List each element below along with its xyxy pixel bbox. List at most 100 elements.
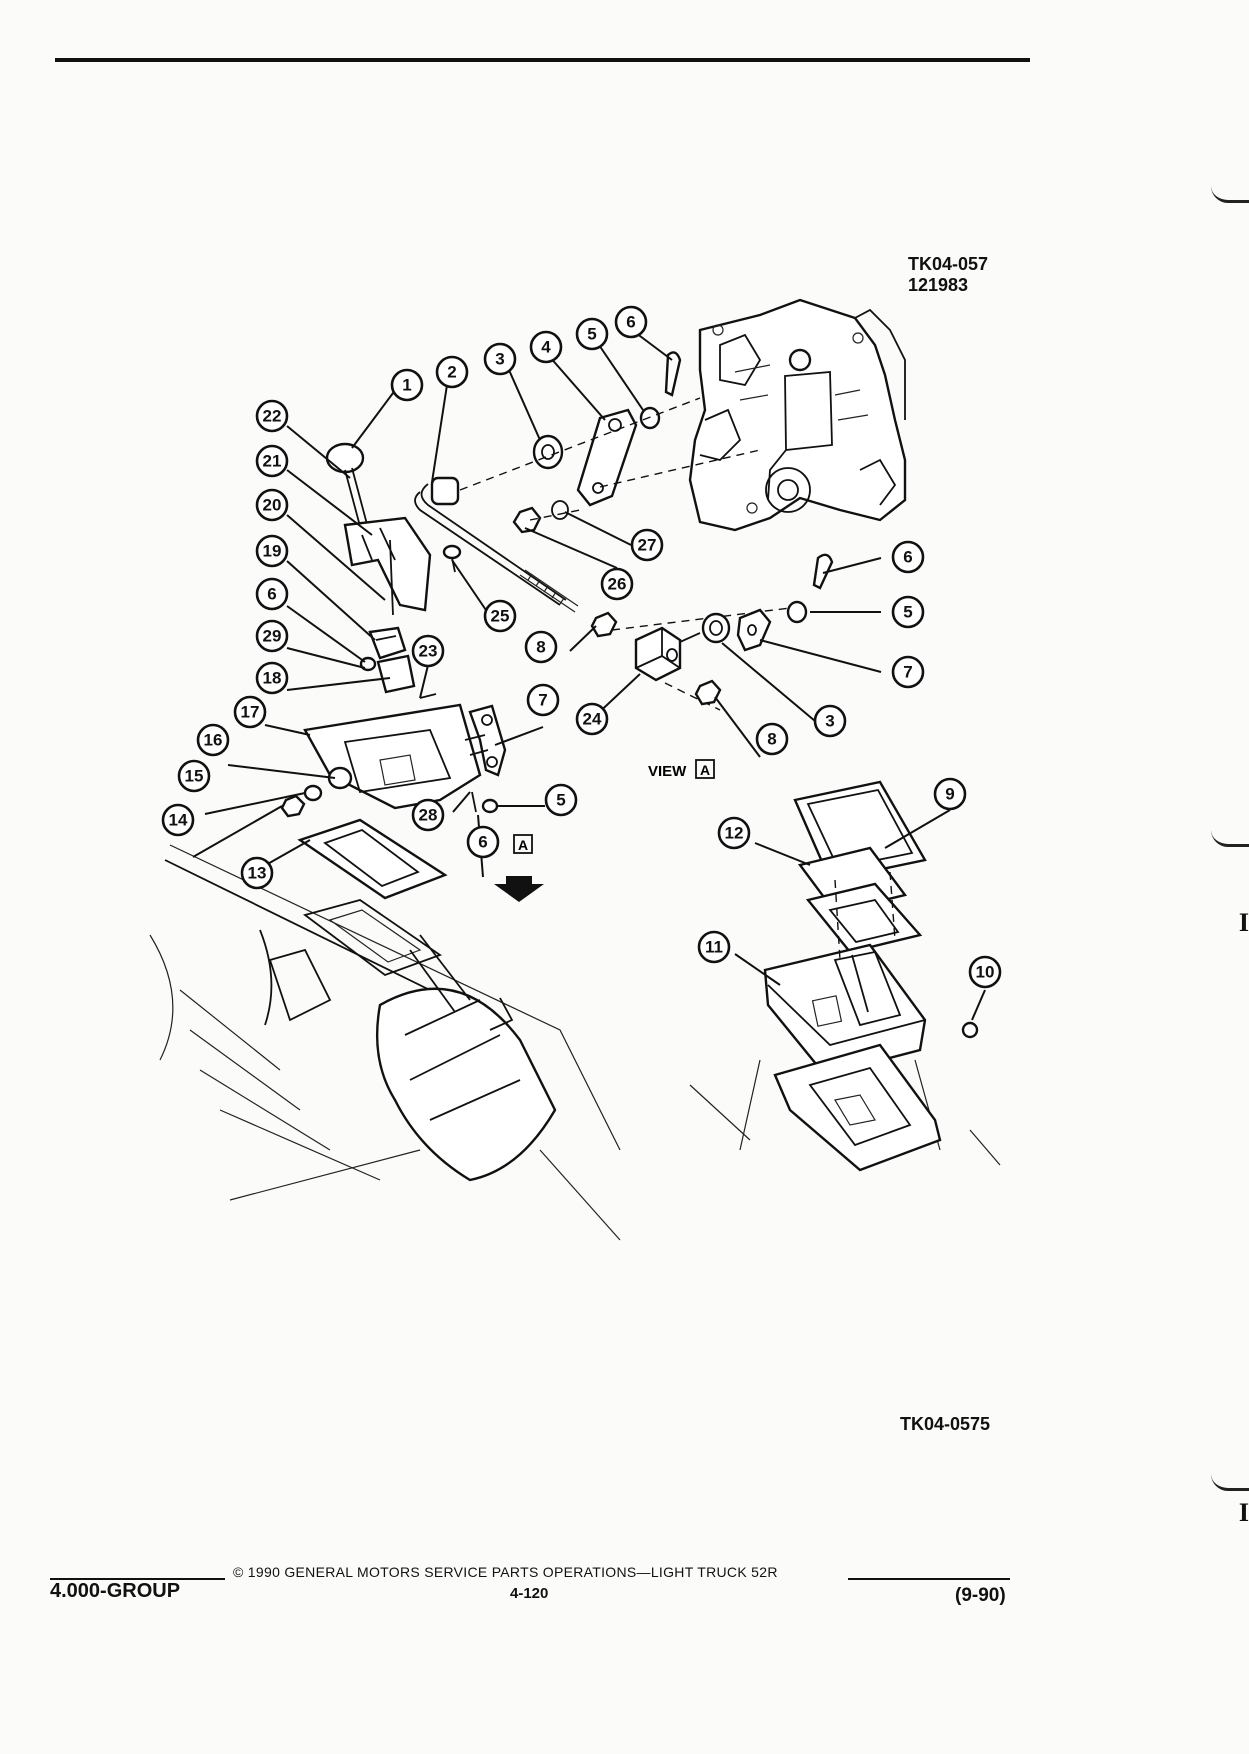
callout-11: 11	[697, 930, 731, 964]
callout-21: 21	[255, 444, 289, 478]
callout-6: 6	[614, 305, 648, 339]
callout-15: 15	[177, 759, 211, 793]
center-lines	[459, 397, 791, 711]
svg-text:A: A	[700, 762, 710, 778]
callout-1: 1	[390, 368, 424, 402]
svg-text:6: 6	[626, 313, 635, 332]
figure-code-number: 121983	[908, 275, 969, 295]
callout-22: 22	[255, 399, 289, 433]
shift-lever-illustration	[576, 408, 638, 507]
svg-text:27: 27	[638, 536, 657, 555]
svg-text:2: 2	[447, 363, 456, 382]
callout-16: 16	[196, 723, 230, 757]
view-a-label: VIEW A	[648, 759, 715, 780]
callout-6: 6	[255, 577, 289, 611]
callout-9: 9	[933, 777, 967, 811]
svg-text:9: 9	[945, 785, 954, 804]
callout-7: 7	[526, 683, 560, 717]
punch-hole-mark	[1211, 1474, 1249, 1491]
svg-text:18: 18	[263, 669, 282, 688]
console-assembly-illustration	[689, 780, 1001, 1172]
svg-text:3: 3	[825, 712, 834, 731]
callout-5: 5	[575, 317, 609, 351]
footer-rule	[50, 1578, 225, 1580]
svg-text:3: 3	[495, 350, 504, 369]
callout-14: 14	[161, 803, 195, 837]
callout-4: 4	[529, 330, 563, 364]
svg-text:6: 6	[903, 548, 912, 567]
callout-17: 17	[233, 695, 267, 729]
svg-text:14: 14	[169, 811, 188, 830]
svg-text:5: 5	[903, 603, 912, 622]
svg-text:10: 10	[976, 963, 995, 982]
svg-text:8: 8	[536, 638, 545, 657]
svg-text:7: 7	[538, 691, 547, 710]
callout-28: 28	[411, 798, 445, 832]
svg-text:24: 24	[583, 710, 602, 729]
top-rule	[55, 58, 1030, 62]
nut-and-washer-illustration	[512, 500, 569, 534]
footer-group-label: 4.000-GROUP	[50, 1580, 181, 1602]
callout-27: 27	[630, 528, 664, 562]
callout-5: 5	[544, 783, 578, 817]
footer-rule	[848, 1578, 1010, 1580]
svg-text:17: 17	[241, 703, 260, 722]
callout-2: 2	[435, 355, 469, 389]
figure-code-bottom: TK04-0575	[900, 1414, 991, 1434]
svg-text:16: 16	[204, 731, 223, 750]
ref-letter-box: A	[513, 834, 533, 854]
svg-text:12: 12	[725, 824, 744, 843]
callout-26: 26	[600, 567, 634, 601]
callout-12: 12	[717, 816, 751, 850]
svg-text:20: 20	[263, 496, 282, 515]
margin-mark: I	[1238, 908, 1249, 937]
svg-text:22: 22	[263, 407, 282, 426]
washer-and-cotter-pin-illustration	[639, 351, 682, 430]
floor-tunnel-illustration	[149, 844, 621, 1241]
svg-text:7: 7	[903, 663, 912, 682]
svg-text:1: 1	[402, 376, 411, 395]
callout-29: 29	[255, 619, 289, 653]
margin-mark: I	[1238, 1498, 1249, 1527]
callout-18: 18	[255, 661, 289, 695]
figure-code-top: TK04-057 121983	[908, 254, 988, 296]
direction-arrow-icon	[494, 876, 544, 902]
footer-copyright: © 1990 GENERAL MOTORS SERVICE PARTS OPER…	[233, 1564, 778, 1580]
callout-10: 10	[968, 955, 1002, 989]
callout-20: 20	[255, 488, 289, 522]
svg-text:19: 19	[263, 542, 282, 561]
punch-hole-mark	[1211, 186, 1249, 203]
gasket-illustration	[297, 818, 448, 900]
callout-19: 19	[255, 534, 289, 568]
bushing-illustration	[532, 434, 564, 470]
callout-3: 3	[483, 342, 517, 376]
shift-rod-illustration	[414, 476, 579, 613]
callout-8: 8	[755, 722, 789, 756]
page-number: 4-120	[510, 1585, 549, 1602]
figure-code: TK04-057	[908, 254, 989, 274]
revision-date: (9-90)	[955, 1585, 1006, 1606]
callout-3: 3	[813, 704, 847, 738]
svg-text:15: 15	[185, 767, 204, 786]
callout-24: 24	[575, 702, 609, 736]
svg-text:23: 23	[419, 642, 438, 661]
svg-text:4: 4	[541, 338, 551, 357]
svg-text:A: A	[518, 837, 528, 853]
svg-text:28: 28	[419, 806, 438, 825]
callout-8: 8	[524, 630, 558, 664]
callout-23: 23	[411, 634, 445, 668]
svg-text:6: 6	[267, 585, 276, 604]
svg-text:5: 5	[587, 325, 596, 344]
callout-25: 25	[483, 599, 517, 633]
svg-text:29: 29	[263, 627, 282, 646]
svg-text:8: 8	[767, 730, 776, 749]
svg-text:26: 26	[608, 575, 627, 594]
svg-text:11: 11	[705, 938, 723, 957]
svg-text:6: 6	[478, 833, 487, 852]
transmission-housing-illustration	[688, 298, 907, 532]
callout-13: 13	[240, 856, 274, 890]
callout-6: 6	[466, 825, 500, 859]
callout-5: 5	[891, 595, 925, 629]
svg-text:VIEW: VIEW	[648, 763, 687, 780]
shifter-mechanism-illustration	[280, 442, 507, 818]
